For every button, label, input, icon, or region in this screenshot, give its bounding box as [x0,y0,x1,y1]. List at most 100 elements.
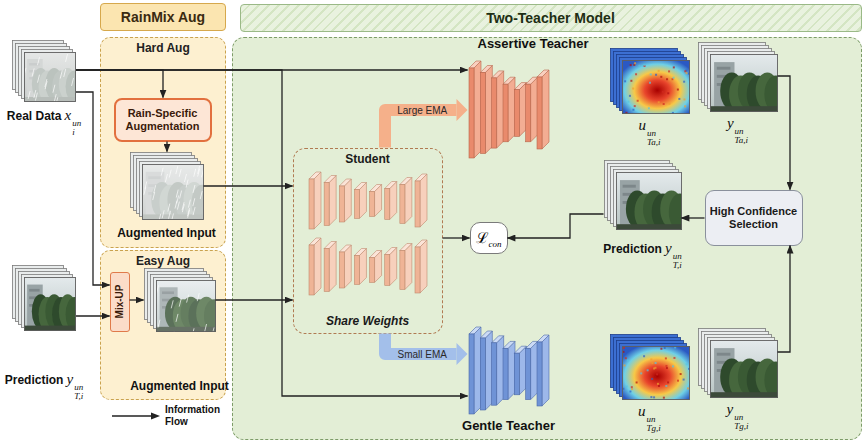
image-stack: PredictionyunT,i [12,265,76,331]
layer-top [309,172,321,179]
layer-front [415,247,420,293]
image-stack-graphic [12,265,76,331]
heatmap-speck [656,382,658,384]
rain-streak [176,189,178,197]
heatmap-speck [624,357,626,359]
heatmap-speck [623,364,625,366]
photo-sky [142,164,204,220]
layer-front [469,68,474,158]
legend-sample-head [151,413,160,420]
image-frame [25,53,76,102]
layer-side [344,245,351,288]
heatmap-speck [622,346,624,348]
connector [682,218,705,219]
image-content [142,164,204,220]
rain-streak [158,213,160,219]
label-text: Mix-UP [114,285,125,319]
legend-entry: Information Flow [165,404,225,428]
layer-side [508,77,515,142]
math-symbol: y [66,371,73,387]
heatmap-speck [629,64,631,66]
rain-streak [193,168,195,176]
layer-front [469,334,474,414]
layer-side [474,327,481,414]
image-stack: Augmented Input [144,268,216,332]
heatmap [622,346,690,400]
rain-streak [35,93,37,101]
image-frame [156,280,215,331]
image-frame [710,340,777,397]
label-text: Easy Aug [136,254,190,268]
layer-top [480,331,492,338]
layer-side [496,335,503,404]
caption-text: Augmented Input [117,226,216,240]
image-caption: yunTg,i [727,401,749,431]
layer-top [525,341,537,348]
superscript: un [734,413,748,422]
subscript: Ta,i [647,138,660,147]
layer-side [542,70,549,149]
rain-streak [188,199,190,207]
image-stack: yunTa,i [698,42,778,112]
image-frame [622,60,689,113]
rain-streak [186,179,188,187]
image-stack-graphic [698,328,778,398]
layer-front [384,254,389,285]
photo-fog [156,280,216,332]
heatmap-speck [649,73,651,75]
label-text: Rain-Specific Augmentation [120,107,206,133]
image-stack: Real Dataxuni [12,40,76,102]
heatmap-speck [635,381,637,383]
subscript: T,i [74,392,83,401]
heatmap-speck [657,69,659,71]
layer-front [399,250,404,289]
caption-text: Prediction [603,242,662,256]
layer-top [537,70,549,77]
rain-streak [72,78,74,86]
heatmap-speck [684,105,686,107]
student-group: StudentShare Weights [293,148,443,334]
rain-streak [179,298,181,306]
rain-streak [157,319,159,327]
superscript: un [647,129,660,138]
connector [385,99,468,148]
rain-streak [192,198,194,206]
heatmap-speck [624,80,626,82]
aug-region: Easy AugMix-UP Augmented Input [100,250,226,400]
heatmap-speck [668,102,670,104]
legend-sample-line [112,415,152,416]
heatmap-speck [664,357,666,359]
photo-fog [142,164,204,220]
edge-label-text: Small EMA [398,349,447,360]
heatmap-speck [650,396,652,398]
layer-side [542,335,549,406]
math-symbol: y [727,401,734,417]
image-stack-graphic [610,48,690,114]
flow-line [204,185,293,186]
rain-streak [187,209,189,217]
heatmap-speck [672,76,674,78]
layer-front [324,248,329,291]
layer-front [354,189,359,218]
image-content [616,172,682,230]
image-content [156,280,216,332]
heatmap-speck [640,372,642,374]
heatmap-speck [626,359,628,361]
layer-top [354,182,366,189]
layer-front [503,348,508,399]
heatmap-speck [686,387,688,389]
rain-streak [53,85,55,93]
rain-streak [37,57,39,65]
heatmap-speck [676,88,678,90]
teacher-network: Gentle Teacher [468,326,550,416]
image-content [710,340,778,398]
layer-side [404,243,411,289]
layer-side [420,240,427,293]
layer-front [369,191,374,216]
caption-text: Real Data [7,109,62,123]
layer-top [354,248,366,255]
loss-symbol: ℒcon [476,227,502,249]
heatmap-speck [677,379,679,381]
heatmap-speck [630,386,632,388]
layer-side [420,174,427,227]
